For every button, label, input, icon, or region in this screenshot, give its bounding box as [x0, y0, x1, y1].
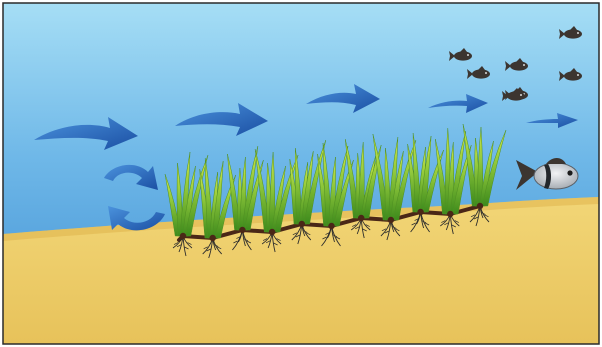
rhizome-node	[299, 221, 305, 227]
rhizome-node	[180, 233, 186, 239]
rhizome-node	[269, 229, 275, 235]
large-fish-body	[534, 163, 578, 189]
rhizome-node	[477, 203, 483, 209]
large-fish-eye	[567, 170, 572, 175]
rhizome-node	[328, 223, 334, 229]
rhizome-node	[417, 209, 423, 215]
rhizome-node	[239, 227, 245, 233]
rhizome-node	[447, 211, 453, 217]
rhizome-node	[358, 215, 364, 221]
rhizome-node	[388, 217, 394, 223]
rhizome-node	[210, 235, 216, 241]
